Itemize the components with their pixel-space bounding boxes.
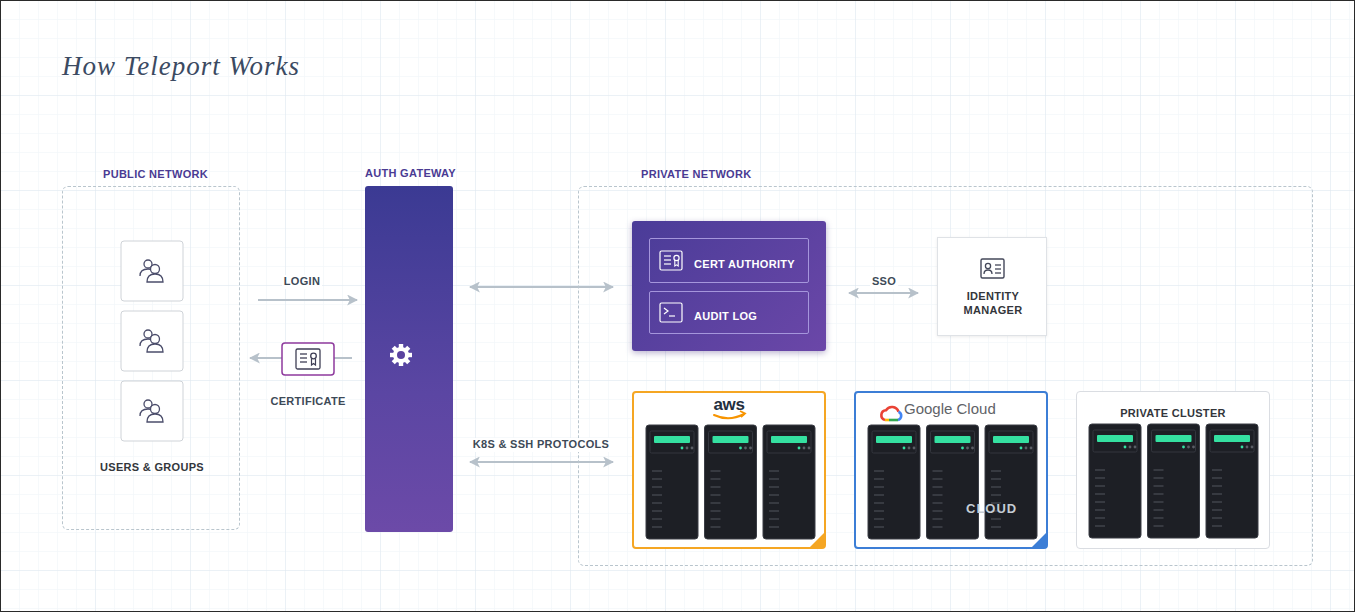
- gateway-bar: AUTH GATEWAY: [365, 186, 453, 532]
- server-rack: [985, 425, 1037, 539]
- user-icon-box: [121, 311, 183, 371]
- server-rack: [705, 425, 757, 539]
- text-slot: CERT AUTHORITY: [694, 254, 795, 272]
- auth-service-box: CERT AUTHORITY AUDIT LOG: [632, 221, 826, 351]
- server-rack: [1089, 424, 1141, 538]
- server-rack: [763, 425, 815, 539]
- node-illustration: [634, 393, 824, 547]
- cloud-logo: [881, 407, 901, 420]
- service-box: CERT AUTHORITY: [649, 238, 809, 283]
- edge-label: SSO: [870, 275, 898, 289]
- node-illustration: [938, 238, 1046, 335]
- text-slot: AUTH GATEWAY: [365, 163, 456, 181]
- cloud-box: Google Cloud: [854, 391, 1048, 549]
- text-slot: PRIVATE CLUSTER: [1077, 403, 1269, 421]
- text-slot: IDENTITY MANAGER: [938, 290, 1048, 318]
- text-slot: Google Cloud: [904, 400, 996, 419]
- identity-label: IDENTITY MANAGER: [953, 290, 1033, 318]
- id-card-icon: [981, 259, 1004, 278]
- gear-logo: [390, 344, 412, 366]
- provider-logo-text: Google Cloud: [904, 400, 996, 419]
- server-rack: [1148, 424, 1200, 538]
- network-region: PUBLIC NETWORKUSERS & GROUPS: [62, 186, 240, 530]
- user-icon-box: [121, 381, 183, 441]
- edge-label: K8S & SSH PROTOCOLS: [471, 438, 611, 452]
- service-label: AUDIT LOG: [694, 310, 757, 324]
- logo-smile: [714, 414, 744, 418]
- text-slot: PUBLIC NETWORK: [103, 164, 208, 182]
- certificate-icon: [660, 251, 682, 270]
- certificate-icon: [282, 343, 334, 375]
- edge-label: LOGIN: [282, 275, 322, 289]
- region-heading: PUBLIC NETWORK: [103, 168, 208, 182]
- node-illustration: [63, 187, 239, 529]
- server-rack: [868, 425, 920, 539]
- title-slot: How Teleport Works: [62, 50, 300, 84]
- server-rack: [1206, 424, 1258, 538]
- text-slot: PRIVATE NETWORK: [641, 164, 751, 182]
- node-illustration: [365, 186, 453, 532]
- identity-box: IDENTITY MANAGER: [937, 237, 1047, 336]
- cloud-box: aws: [632, 391, 826, 549]
- corner-tab: [810, 533, 824, 547]
- connector-arrow: [470, 286, 613, 288]
- corner-tab: [1032, 533, 1046, 547]
- text-slot: aws: [634, 394, 824, 415]
- service-box: AUDIT LOG: [649, 291, 809, 334]
- provider-logo-text: aws: [713, 394, 744, 415]
- group-label: USERS & GROUPS: [100, 461, 204, 475]
- server-rack: [927, 425, 979, 539]
- user-icon-box: [121, 241, 183, 301]
- cluster-label: PRIVATE CLUSTER: [1120, 407, 1226, 421]
- connector-arrow: [258, 299, 357, 301]
- region-heading: PRIVATE NETWORK: [641, 168, 751, 182]
- node-illustration: [632, 221, 826, 351]
- text-slot: AUDIT LOG: [694, 306, 757, 324]
- connector-arrow: [470, 461, 613, 463]
- server-rack: [646, 425, 698, 539]
- connector-arrow: [849, 292, 918, 294]
- text-slot: USERS & GROUPS: [63, 457, 241, 475]
- terminal-icon: [660, 303, 682, 322]
- edge-label: CERTIFICATE: [268, 395, 347, 409]
- edge-label-slot: K8S & SSH PROTOCOLS: [441, 434, 641, 452]
- diagram-title: How Teleport Works: [62, 50, 300, 84]
- network-region: PRIVATE NETWORKCERT AUTHORITYAUDIT LOGID…: [578, 186, 1313, 566]
- service-label: CERT AUTHORITY: [694, 258, 795, 272]
- cluster-box: PRIVATE CLUSTER: [1076, 391, 1270, 549]
- gateway-heading: AUTH GATEWAY: [365, 167, 456, 181]
